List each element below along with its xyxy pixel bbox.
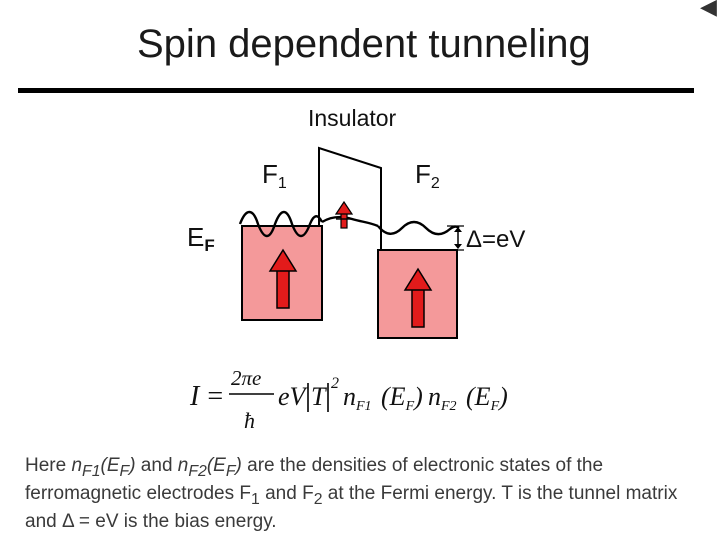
delta-ev-label: Δ=eV xyxy=(466,226,525,253)
insulator-barrier xyxy=(318,146,382,250)
formula-n1-arg: (EF) xyxy=(381,382,423,414)
bias-indicator xyxy=(447,225,464,251)
tunneling-diagram: Insulator F1 F2 EF Δ=eV I= 2πe ħ eV T 2 … xyxy=(187,105,525,433)
f1-fermi-wave xyxy=(238,210,324,238)
slide-title: Spin dependent tunneling xyxy=(137,22,591,66)
formula-ev: eV xyxy=(278,382,309,411)
f2-label: F2 xyxy=(415,159,440,192)
explanation-paragraph: Here nF1(EF) and nF2(EF) are the densiti… xyxy=(25,455,678,532)
fermi-energy-label: EF xyxy=(187,222,215,255)
f1-label: F1 xyxy=(262,159,287,192)
formula-lhs: I= xyxy=(189,381,223,412)
formula-n2: nF2 xyxy=(428,382,457,414)
formula-t: T xyxy=(311,382,327,411)
tunneling-current-formula: I= 2πe ħ eV T 2 nF1 (EF) nF2 (EF) xyxy=(189,366,508,433)
title-divider xyxy=(18,88,694,93)
f1-spin-up-arrow-icon xyxy=(268,248,298,309)
corner-arrow-icon: ◀ xyxy=(700,0,717,19)
formula-denominator: ħ xyxy=(244,408,255,433)
barrier-spin-icon xyxy=(334,200,354,229)
formula-t-exponent: 2 xyxy=(331,375,339,392)
insulator-label: Insulator xyxy=(308,105,397,131)
f2-fermi-wave xyxy=(377,220,460,236)
formula-n2-arg: (EF) xyxy=(466,382,508,414)
f2-spin-up-arrow-icon xyxy=(403,267,433,328)
formula-numerator: 2πe xyxy=(231,366,261,390)
formula-n1: nF1 xyxy=(343,382,372,414)
